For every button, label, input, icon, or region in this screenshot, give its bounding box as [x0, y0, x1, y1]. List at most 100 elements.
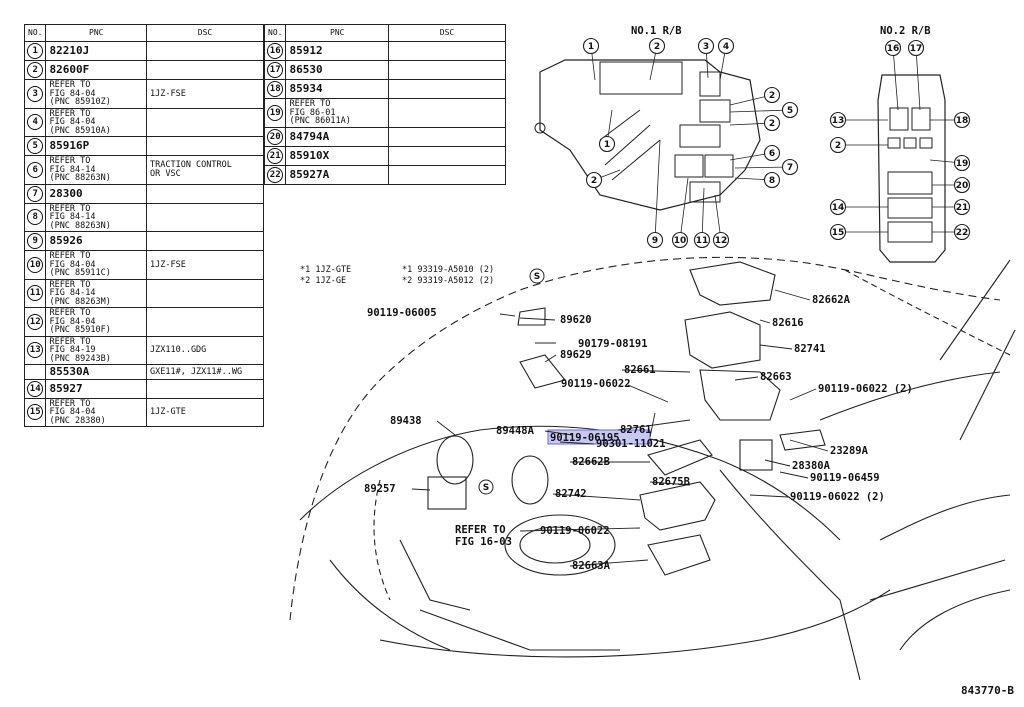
leader-line	[411, 488, 431, 491]
svg-text:11: 11	[696, 236, 709, 246]
leader-line	[617, 419, 691, 431]
leader-line	[436, 420, 456, 436]
svg-text:9: 9	[652, 236, 658, 246]
callout-2: 2	[829, 136, 888, 154]
part-label: 82761	[620, 424, 652, 436]
svg-text:2: 2	[591, 176, 597, 186]
row-number: 9	[23, 231, 47, 251]
row-number: 19	[263, 98, 287, 128]
description	[388, 79, 506, 99]
components	[427, 261, 826, 576]
svg-text:2: 2	[835, 141, 841, 151]
part-label: 23289A	[830, 445, 869, 457]
part-number: REFER TO FIG 86-01 (PNC 86011A)	[285, 98, 389, 128]
row-number: 13	[23, 335, 47, 365]
leader-line	[759, 319, 771, 324]
description: 1JZ-GTE	[146, 397, 264, 428]
part-label: *1 93319-A5010 (2)	[402, 265, 494, 275]
leader-line	[621, 369, 691, 373]
row-number: 17	[263, 60, 287, 80]
row-number-circle: 18	[267, 81, 284, 97]
leader-line	[789, 388, 817, 401]
svg-text:5: 5	[787, 106, 793, 116]
part-number: REFER TO FIG 84-19 (PNC 89243B)	[45, 335, 147, 365]
callout-6: 6	[729, 144, 781, 162]
callout-5: 5	[729, 101, 799, 119]
description	[146, 60, 264, 80]
callout-2: 2	[729, 86, 781, 106]
ecu-89257	[427, 476, 467, 510]
description	[146, 231, 264, 251]
callout-18: 18	[930, 111, 971, 129]
bracket-23289A	[779, 429, 826, 451]
svg-text:2: 2	[769, 91, 775, 101]
row-number-circle: 10	[27, 256, 44, 273]
row-number-circle: 22	[267, 166, 284, 183]
part-label: 82662A	[812, 294, 851, 306]
row-number: 14	[23, 378, 47, 399]
callout-9: 9	[646, 139, 664, 249]
row-number-circle: 12	[27, 313, 44, 330]
svg-text:1: 1	[588, 42, 594, 52]
relay-block-82663	[699, 369, 781, 421]
part-number: REFER TO FIG 84-04 (PNC 28380)	[45, 397, 147, 428]
part-label: 82741	[794, 343, 826, 355]
relay-block-82742	[639, 481, 716, 531]
leader-line	[789, 439, 829, 452]
svg-text:13: 13	[832, 116, 845, 126]
leader-line	[544, 354, 557, 363]
leader-line	[734, 376, 759, 381]
row-number-circle: 19	[267, 104, 284, 121]
svg-text:12: 12	[715, 236, 728, 246]
row-number-circle: 17	[267, 62, 284, 78]
part-number: REFER TO FIG 84-04 (PNC 85910A)	[45, 107, 147, 137]
svg-text:19: 19	[956, 159, 969, 169]
row-number-circle: 14	[27, 380, 44, 397]
svg-text:1: 1	[604, 140, 610, 150]
part-label: 90119-06195	[550, 432, 620, 444]
row-number-circle: 21	[267, 147, 284, 164]
svg-text:8: 8	[769, 176, 775, 186]
callout-1: 1	[582, 37, 600, 81]
engine-note: *2 1JZ-GE	[300, 276, 346, 286]
part-label: 82663	[760, 371, 792, 383]
part-label: 89629	[560, 349, 592, 361]
rb2-title: NO.2 R/B	[880, 25, 931, 37]
leader-line	[499, 313, 516, 317]
callout-2: 2	[648, 37, 666, 81]
part-label: 89438	[390, 415, 422, 427]
svg-text:18: 18	[956, 116, 969, 126]
svg-text:4: 4	[723, 42, 729, 52]
row-number-circle: 1	[27, 43, 44, 59]
s-marker-2: S	[478, 479, 494, 495]
part-number: 85926	[45, 231, 147, 251]
svg-text:7: 7	[787, 163, 793, 173]
svg-text:21: 21	[956, 203, 969, 213]
leader-line	[559, 441, 595, 445]
callout-14: 14	[829, 198, 888, 216]
part-number: REFER TO FIG 84-04 (PNC 85911C)	[45, 250, 147, 280]
part-label: 90119-06022	[561, 378, 631, 390]
part-label: 89257	[364, 483, 396, 495]
leader-line	[649, 481, 691, 486]
callout-20: 20	[932, 176, 971, 194]
part-number: REFER TO FIG 84-04 (PNC 85910Z)	[45, 79, 147, 109]
bracket-89629	[519, 354, 566, 389]
rb1-title: NO.1 R/B	[631, 25, 682, 37]
part-number: REFER TO FIG 84-14 (PNC 88263N)	[45, 155, 147, 185]
callout-7: 7	[734, 158, 799, 176]
callout-22: 22	[932, 223, 971, 241]
part-label: 28380A	[792, 460, 831, 472]
part-label: *2 93319-A5012 (2)	[402, 276, 494, 286]
part-label: 90179-08191	[578, 338, 648, 350]
